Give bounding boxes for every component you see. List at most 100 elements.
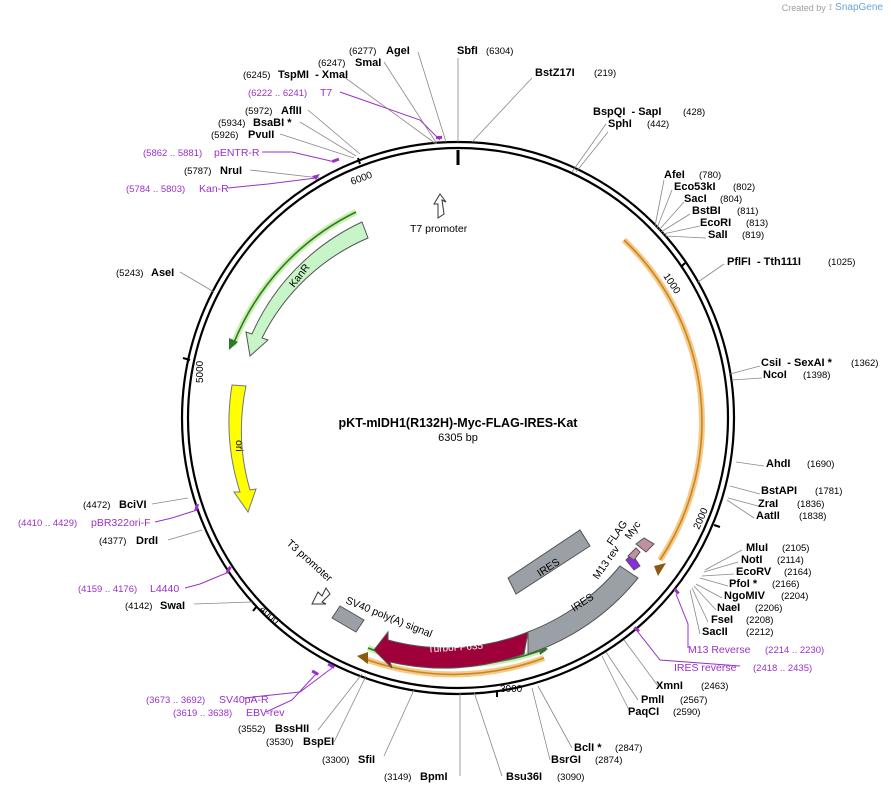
site-sphi[interactable]: SphI(442) — [608, 118, 669, 130]
site-pmli[interactable]: PmlI(2567) — [641, 694, 707, 706]
site-position: (1836) — [797, 499, 824, 510]
site-pvuii[interactable]: PvuII(5926) — [211, 129, 274, 141]
feature-sv40-polya[interactable]: SV40 poly(A) signal — [331, 595, 434, 641]
site-smai[interactable]: SmaI(6247) — [318, 57, 381, 69]
feature-ori[interactable]: ori — [228, 384, 257, 514]
turbofp-label: TurboFP635 — [428, 641, 484, 656]
site-sali[interactable]: SalI(819) — [708, 229, 764, 241]
primer-t7[interactable]: T7(6222 .. 6241) — [248, 87, 332, 99]
site-position: (4472) — [83, 500, 110, 511]
feature-t7-promoter[interactable]: T7 promoter — [410, 193, 468, 235]
site-name: SacI — [684, 193, 707, 205]
primer-m13-reverse[interactable]: M13 Reverse(2214 .. 2230) — [688, 644, 824, 656]
site-name: PaqCI — [628, 706, 659, 718]
ori-label: ori — [233, 440, 245, 452]
primer-range: (5784 .. 5803) — [126, 184, 185, 195]
site-saci[interactable]: SacI(804) — [684, 193, 742, 205]
site-pflfi-tth111i[interactable]: PflFI - Tth111I(1025) — [727, 256, 855, 268]
site-name: SphI — [608, 118, 632, 130]
primer-leader-lines — [154, 91, 741, 713]
primer-pentr-r[interactable]: pENTR-R(5862 .. 5881) — [143, 147, 260, 159]
site-bspqi-sapi[interactable]: BspQI - SapI(428) — [593, 106, 705, 118]
site-name: SwaI — [160, 600, 185, 612]
site-bcli[interactable]: BclI *(2847) — [574, 742, 642, 754]
site-position: (6247) — [318, 58, 345, 69]
site-eco53ki[interactable]: Eco53kI(802) — [674, 181, 755, 193]
site-position: (813) — [746, 218, 768, 229]
primer-sv40pa-r[interactable]: SV40pA-R(3673 .. 3692) — [146, 694, 269, 706]
site-name: SalI — [708, 229, 728, 241]
site-zrai[interactable]: ZraI (1836) — [758, 498, 824, 510]
feature-turbofp635[interactable]: TurboFP635 — [373, 630, 529, 669]
site-position: (2463) — [701, 681, 728, 692]
primer-pbr322ori-f[interactable]: pBR322ori-F(4410 .. 4429) — [18, 517, 151, 529]
site-name: CsiI - SexAI * — [761, 357, 833, 369]
primer-name: EBV-rev — [246, 707, 285, 719]
site-bstz17i[interactable]: BstZ17I(219) — [535, 67, 616, 79]
site-position: (1781) — [815, 486, 842, 497]
site-asei[interactable]: AseI(5243) — [116, 267, 174, 279]
feature-ires-inner[interactable]: IRES — [507, 529, 591, 595]
site-fsei[interactable]: FseI(2208) — [711, 614, 773, 626]
site-position: (5243) — [116, 268, 143, 279]
tick-3000: 3000 — [500, 684, 523, 695]
site-aflii[interactable]: AflII(5972) — [245, 105, 302, 117]
primer-kan-r[interactable]: Kan-R (5784 .. 5803) — [126, 183, 229, 195]
site-bsshii[interactable]: BssHII(3552) — [238, 723, 309, 735]
site-bpmi[interactable]: BpmI(3149) — [384, 771, 448, 783]
feature-kanr[interactable]: KanR — [245, 221, 369, 357]
site-ecori[interactable]: EcoRI(813) — [700, 217, 768, 229]
primer-name: IRES reverse — [674, 662, 737, 674]
site-aatii[interactable]: AatII(1838) — [756, 510, 826, 522]
site-name: AatII — [756, 510, 780, 522]
site-tspmi-xmai[interactable]: TspMI - XmaI(6245) — [243, 69, 348, 81]
site-position: (1690) — [807, 459, 834, 470]
primer-l4440[interactable]: L4440(4159 .. 4176) — [78, 583, 179, 595]
site-name: BciVI — [119, 499, 147, 511]
site-ahdi[interactable]: AhdI(1690) — [766, 458, 834, 470]
site-noti[interactable]: NotI(2114) — [741, 554, 804, 566]
primer-range: (3619 .. 3638) — [173, 708, 232, 719]
site-agei[interactable]: AgeI(6277) — [349, 45, 410, 57]
site-csii-sexai[interactable]: CsiI - SexAI * (1362) — [761, 357, 878, 369]
feature-t3-promoter[interactable]: T3 promoter — [284, 537, 335, 605]
site-position: (811) — [737, 206, 758, 217]
site-bspei[interactable]: BspEI(3530) — [266, 736, 334, 748]
site-name: BclI * — [574, 742, 602, 754]
site-swai[interactable]: SwaI(4142) — [125, 600, 185, 612]
site-drdi[interactable]: DrdI(4377) — [99, 535, 158, 547]
site-paqci[interactable]: PaqCI(2590) — [628, 706, 700, 718]
site-naei[interactable]: NaeI(2206) — [717, 602, 782, 614]
site-pfoi[interactable]: PfoI *(2166) — [729, 578, 799, 590]
tick-4000: 4000 — [257, 604, 281, 627]
site-bstapi[interactable]: BstAPI(1781) — [761, 485, 842, 497]
primer-ebv-rev[interactable]: EBV-rev (3619 .. 3638) — [173, 707, 285, 719]
site-name: Bsu36I — [506, 771, 542, 783]
primer-name: Kan-R — [199, 183, 229, 195]
site-mlui[interactable]: MluI(2105) — [746, 542, 809, 554]
site-bsabi[interactable]: BsaBI *(5934) — [218, 117, 292, 129]
site-ecorv[interactable]: EcoRV(2164) — [736, 566, 811, 578]
site-bsrgi[interactable]: BsrGI(2874) — [551, 754, 622, 766]
site-ngomiv[interactable]: NgoMIV(2204) — [724, 590, 808, 602]
site-afei[interactable]: AfeI(780) — [664, 169, 721, 181]
site-position: (5934) — [218, 118, 245, 129]
site-position: (6245) — [243, 70, 270, 81]
site-bstbi[interactable]: BstBI(811) — [692, 205, 758, 217]
site-name: ZraI — [758, 498, 778, 510]
site-name: NotI — [741, 554, 762, 566]
site-position: (3300) — [322, 755, 349, 766]
primer-name: pENTR-R — [214, 147, 260, 159]
site-position: (1362) — [851, 358, 878, 369]
site-bsu36i[interactable]: Bsu36I(3090) — [506, 771, 584, 783]
site-sacii[interactable]: SacII(2212) — [702, 626, 773, 638]
primer-name: pBR322ori-F — [91, 517, 151, 529]
site-nrui[interactable]: NruI(5787) — [184, 165, 242, 177]
site-xmni[interactable]: XmnI(2463) — [656, 680, 728, 692]
site-bcivi[interactable]: BciVI (4472) — [83, 499, 147, 511]
site-ncoi[interactable]: NcoI(1398) — [763, 369, 830, 381]
site-name: SfiI — [358, 754, 375, 766]
primer-ires-reverse[interactable]: IRES reverse(2418 .. 2435) — [674, 662, 812, 674]
site-sbfi[interactable]: SbfI(6304) — [457, 45, 513, 57]
site-sfii[interactable]: SfiI (3300) — [322, 754, 375, 766]
